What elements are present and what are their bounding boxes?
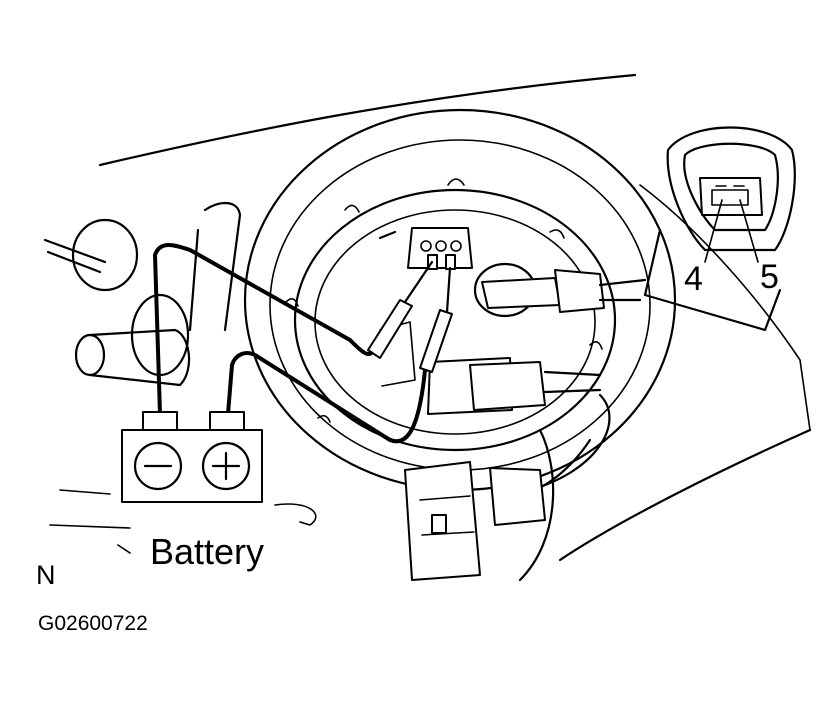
central-connector <box>378 227 647 415</box>
view-letter-label: N <box>36 560 56 590</box>
body-panel-outline <box>98 73 812 562</box>
pin-4-label: 4 <box>684 260 703 298</box>
wire-harness <box>404 393 611 582</box>
battery <box>121 411 263 503</box>
figure-code-label: G02600722 <box>38 612 148 635</box>
test-leads <box>153 243 453 444</box>
pin-5-label: 5 <box>760 258 779 296</box>
battery-label: Battery <box>150 531 264 572</box>
battery-negative-terminal-icon <box>133 441 183 491</box>
battery-positive-terminal-icon <box>201 441 251 491</box>
connector-detail <box>643 126 796 332</box>
